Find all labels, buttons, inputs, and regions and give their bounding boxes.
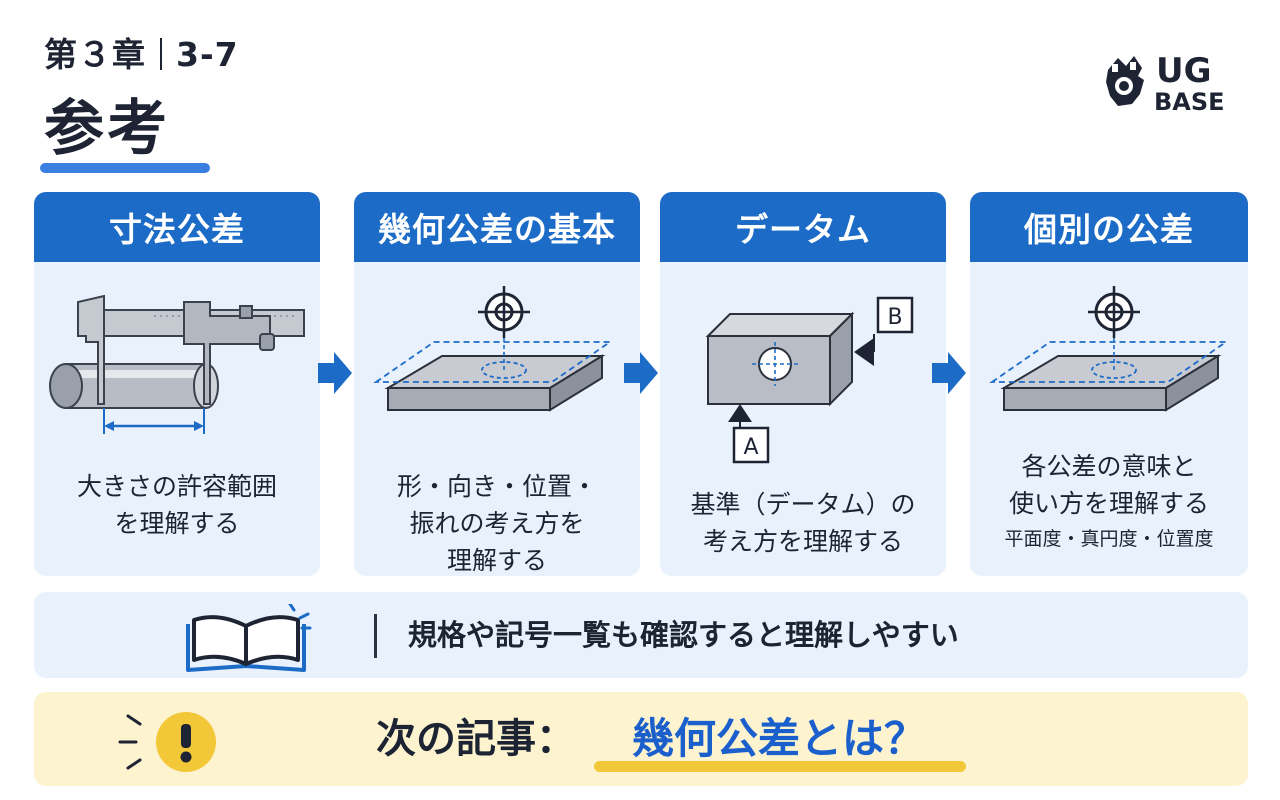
position-symbol-icon [1088,286,1140,338]
position-symbol-icon [478,286,530,338]
card-datum: データム B A 基準（データム）の 考え方を理解する [660,192,946,576]
datum-label-b: B [887,305,902,330]
datum-label-a: A [743,435,758,460]
card-desc-line: 使い方を理解する [1008,489,1209,518]
logo-line2: BASE [1154,88,1225,116]
chapter-label: 第３章 3-7 [44,28,239,76]
open-book-icon [186,604,312,672]
card-desc-line: 大きさの許容範囲 [76,472,277,501]
exclamation-icon [118,712,216,772]
card-individual-tolerances: 個別の公差 各公差の意味と 使い方を理解する 平面度・真円度・位置度 [970,192,1248,576]
next-article-link[interactable]: 幾何公差とは？ [632,714,927,763]
chapter-divider [160,38,162,70]
ug-base-logo: UG BASE [1106,51,1225,116]
tolerance-plate-illustration [989,286,1229,412]
card-desc-line: 振れの考え方を [409,509,585,538]
card-title: 寸法公差 [34,192,320,262]
card-dimensional-tolerance: 寸法公差 大きさの許容範囲 を理解する [34,192,320,576]
card-description: 大きさの許容範囲 を理解する [34,468,320,542]
card-desc-line: 基準（データム）の [690,490,916,519]
title-underline [40,163,210,173]
card-description: 形・向き・位置・ 振れの考え方を 理解する [354,468,640,576]
card-desc-sub: 平面度・真円度・位置度 [1004,528,1214,550]
card-desc-line: を理解する [114,509,240,538]
caliper-illustration [49,294,305,434]
arrow-right-icon [932,352,966,394]
card-desc-line: 各公差の意味と [1021,452,1197,481]
card-gdt-basics: 幾何公差の基本 形・向き・位置・ 振れの考え方を 理解する [354,192,640,576]
arrow-right-icon [624,352,658,394]
card-title: 幾何公差の基本 [354,192,640,262]
card-desc-line: 理解する [446,546,547,575]
datum-block-illustration: B A [705,296,914,464]
card-title: データム [660,192,946,262]
tip-banner: 規格や記号一覧も確認すると理解しやすい [34,592,1248,678]
arrow-right-icon [318,352,352,394]
card-desc-line: 考え方を理解する [702,527,903,556]
gdt-plate-illustration [373,286,613,412]
card-description: 基準（データム）の 考え方を理解する [660,486,946,560]
page-title: 参考 [44,94,170,164]
section-number: 3-7 [176,35,239,74]
tip-divider [374,614,377,658]
card-desc-line: 形・向き・位置・ [396,472,597,501]
engine-icon [1106,56,1144,106]
tip-text: 規格や記号一覧も確認すると理解しやすい [408,618,959,652]
logo-line1: UG [1156,51,1212,91]
next-article-label: 次の記事： [376,716,576,762]
next-link-highlight [594,761,966,772]
chapter-number: 第３章 [44,35,146,74]
card-description: 各公差の意味と 使い方を理解する 平面度・真円度・位置度 [970,448,1248,556]
card-title: 個別の公差 [970,192,1248,262]
